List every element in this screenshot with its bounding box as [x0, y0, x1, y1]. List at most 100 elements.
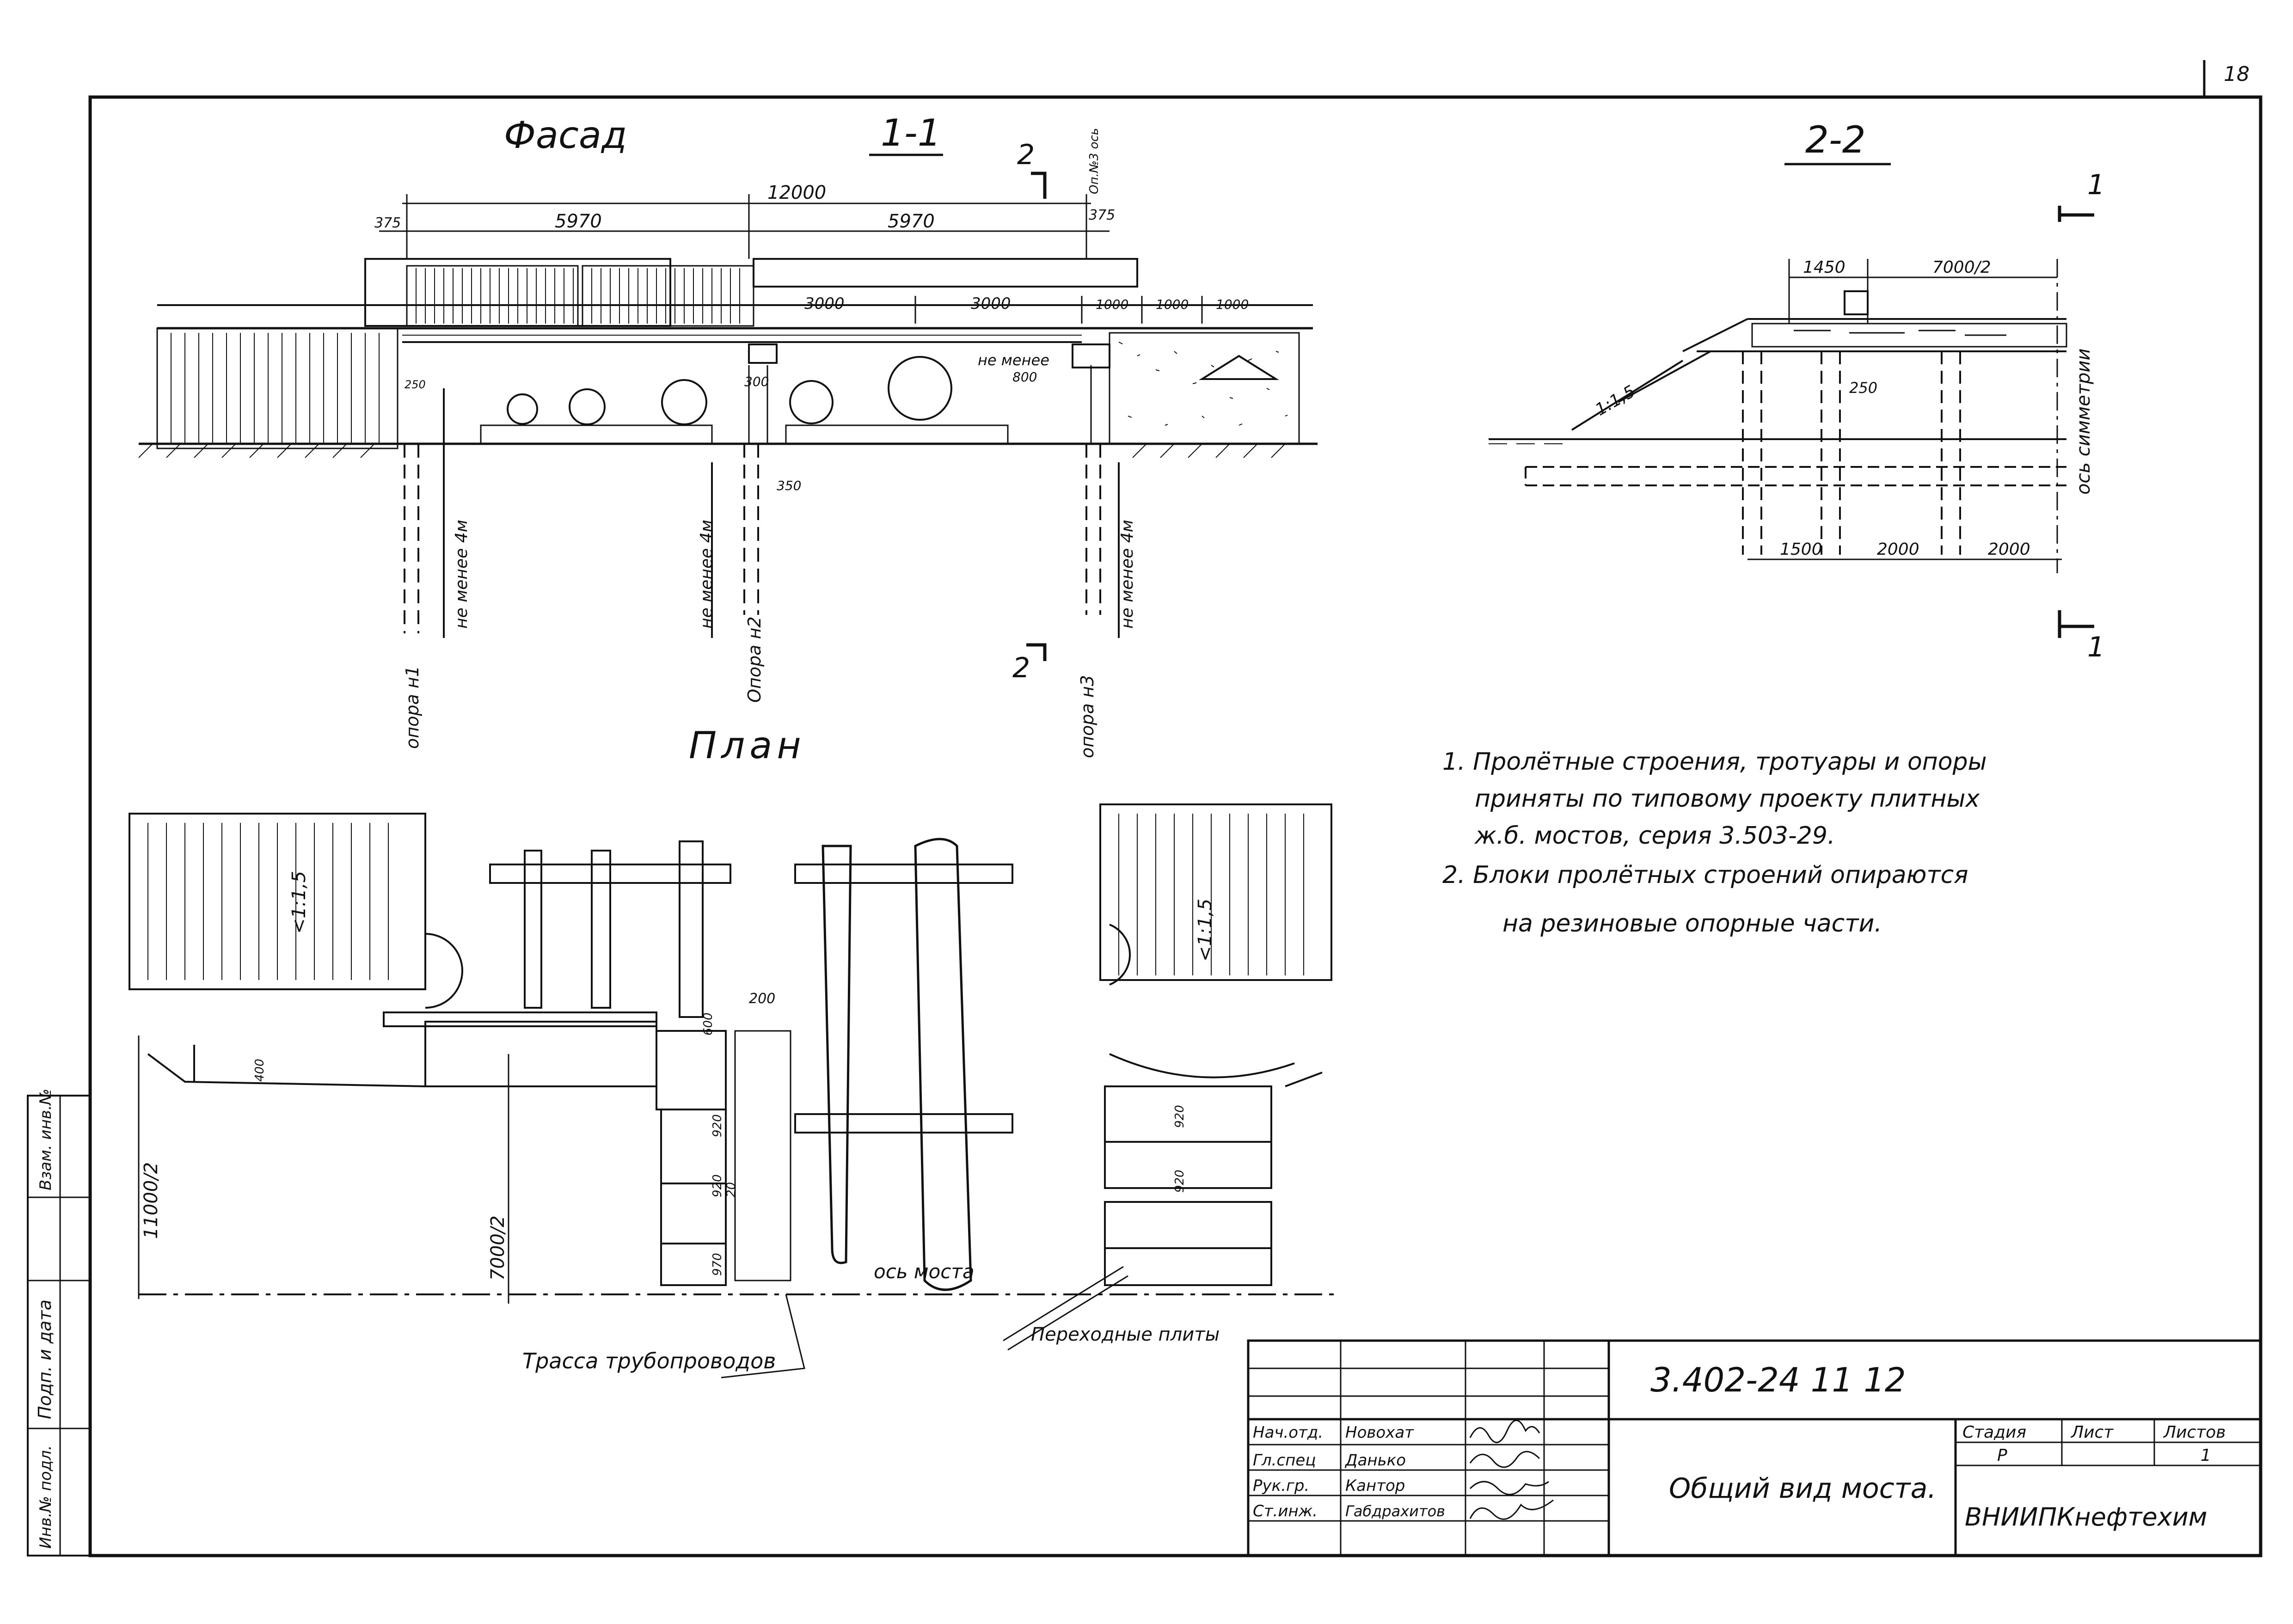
dim-seg-4: 1000 — [1156, 297, 1189, 312]
section-2-2-view: 1 1 1450 7000/2 1:1,5 250 1500 2000 2000… — [1489, 169, 2105, 663]
plan-block-20: 20 — [724, 1182, 738, 1197]
s22-dim-1450: 1450 — [1803, 258, 1845, 277]
plan-block-920-a: 920 — [711, 1114, 724, 1137]
role-2: Гл.спец — [1253, 1451, 1316, 1470]
support-label-3: опора н3 — [1077, 675, 1097, 758]
right-abutment — [748, 332, 1300, 445]
support-label-1: опора н1 — [402, 666, 423, 749]
s22-dim-7000: 7000/2 — [1932, 258, 1991, 277]
piles: 350 — [404, 388, 1120, 638]
plan-slope-left: <1:1,5 — [288, 871, 310, 934]
plan-dim-11000: 11000/2 — [141, 1162, 162, 1239]
support-3-tag: Оп.№3 ось — [1087, 128, 1101, 194]
note-line-2: приняты по типовому проекту плитных — [1475, 785, 1980, 813]
view-titles: Фасад 1-1 2-2 План — [504, 111, 1891, 767]
plan-dim-400: 400 — [253, 1059, 267, 1082]
plan-dim-200: 200 — [749, 991, 775, 1007]
svg-text:1: 1 — [2087, 169, 2105, 201]
stamp-inv-orig: Инв.№ подл. — [37, 1445, 55, 1549]
section-mark-1-top: 1 — [2058, 169, 2105, 222]
s22-axis-label: ось симметрии — [2073, 349, 2094, 495]
plan-block-920-d: 920 — [1173, 1170, 1187, 1193]
svg-text:2: 2 — [1012, 652, 1030, 684]
plan-title: План — [689, 724, 806, 767]
page-number: 18 — [2224, 62, 2250, 86]
section-mark-1-bottom: 1 — [2058, 610, 2105, 663]
facade-title: Фасад — [504, 114, 627, 157]
sheets-header: Листов — [2163, 1423, 2226, 1442]
plan-block-920-b: 920 — [711, 1174, 724, 1197]
name-2: Данько — [1344, 1451, 1406, 1470]
pile-depth-mid: не менее 4м — [697, 520, 716, 629]
section-2-2-title: 2-2 — [1805, 118, 1866, 161]
section-1-1-title: 1-1 — [881, 111, 941, 154]
sheet-frame: 18 — [88, 60, 2262, 1557]
plan-slope-right: <1:1,5 — [1195, 899, 1216, 962]
name-1: Новохат — [1345, 1423, 1414, 1442]
stamp-inv-new: Взам. инв.№ — [37, 1089, 55, 1190]
dim-seg-1: 3000 — [804, 294, 845, 313]
drawing-title: Общий вид моста. — [1669, 1472, 1936, 1505]
note-line-5: на резиновые опорные части. — [1502, 910, 1882, 938]
title-block: 3.402-24 11 12 Общий вид моста. Стадия Л… — [1247, 1339, 2262, 1557]
dim-350: 350 — [777, 478, 801, 493]
pile-depth-right: не менее 4м — [1118, 520, 1137, 629]
left-embankment — [156, 327, 399, 449]
role-3: Рук.гр. — [1253, 1477, 1309, 1495]
side-stamp: Взам. инв.№ Подп. и дата Инв.№ подл. — [27, 1089, 91, 1557]
signatures — [1469, 1420, 1554, 1520]
dim-total-12000: 12000 — [767, 182, 826, 203]
piers: 300 250 не менее 800 — [397, 342, 1110, 444]
s22-slope: 1:1,5 — [1592, 382, 1638, 420]
note-line-1: 1. Пролётные строения, тротуары и опоры — [1442, 748, 1987, 776]
plan-transition-label: Переходные плиты — [1031, 1324, 1220, 1345]
dim-300: 300 — [744, 374, 769, 389]
general-notes: 1. Пролётные строения, тротуары и опоры … — [1442, 748, 1987, 938]
dim-right-span: 5970 — [888, 211, 935, 232]
s22-dim-1500: 1500 — [1780, 540, 1822, 559]
svg-text:2: 2 — [1017, 139, 1035, 171]
section-mark-2-top: 2 — [1017, 139, 1047, 199]
plan-axis-label: ось моста — [874, 1260, 975, 1283]
dim-800: 800 — [1012, 369, 1037, 385]
dim-seg-5: 1000 — [1216, 297, 1249, 312]
sheets-value: 1 — [2201, 1446, 2211, 1465]
facade-view: 12000 5970 5970 375 375 3000 3000 1000 — [138, 128, 1318, 758]
facade-railings: 3000 3000 1000 1000 1000 — [157, 258, 1313, 343]
s22-dim-2000-a: 2000 — [1877, 540, 1919, 559]
dim-min-label: не менее — [978, 351, 1049, 369]
plan-dim-600: 600 — [701, 1012, 715, 1036]
role-1: Нач.отд. — [1253, 1423, 1323, 1442]
sheet-header: Лист — [2070, 1423, 2114, 1442]
note-line-3: ж.б. мостов, серия 3.503-29. — [1474, 822, 1835, 850]
s22-dim-2000-b: 2000 — [1988, 540, 2030, 559]
name-4: Габдрахитов — [1345, 1502, 1445, 1520]
dim-250-left: 250 — [405, 378, 426, 391]
dim-left-gap: 375 — [374, 215, 401, 231]
plan-dim-7000: 7000/2 — [487, 1215, 509, 1281]
dim-left-span: 5970 — [555, 211, 602, 232]
drawing-code: 3.402-24 11 12 — [1650, 1360, 1906, 1399]
pile-depth-left: не менее 4м — [452, 520, 471, 629]
stamp-sign-date: Подп. и дата — [35, 1299, 55, 1419]
pipelines-elevation — [480, 356, 1009, 445]
facade-dimensions: 12000 5970 5970 375 375 — [374, 182, 1115, 259]
note-line-4: 2. Блоки пролётных строений опираются — [1442, 861, 1968, 889]
plan-block-920-c: 920 — [1173, 1105, 1187, 1128]
dim-seg-2: 3000 — [971, 294, 1011, 313]
s22-dim-250: 250 — [1849, 379, 1877, 397]
dim-seg-3: 1000 — [1096, 297, 1128, 312]
svg-text:1: 1 — [2087, 631, 2105, 663]
stage-value: Р — [1997, 1446, 2007, 1465]
dim-right-gap: 375 — [1089, 207, 1115, 223]
plan-pipeline-label: Трасса трубопроводов — [522, 1348, 776, 1373]
section-mark-2-bottom: 2 — [1012, 643, 1047, 684]
org-name: ВНИИПКнефтехим — [1965, 1502, 2207, 1532]
plan-view: <1:1,5 <1:1,5 11000/2 7000/2 — [129, 803, 1341, 1379]
name-3: Кантор — [1345, 1477, 1405, 1495]
support-label-2: Опора н2 — [744, 616, 765, 703]
plan-block-970: 970 — [711, 1253, 724, 1276]
role-4: Ст.инж. — [1253, 1502, 1318, 1520]
